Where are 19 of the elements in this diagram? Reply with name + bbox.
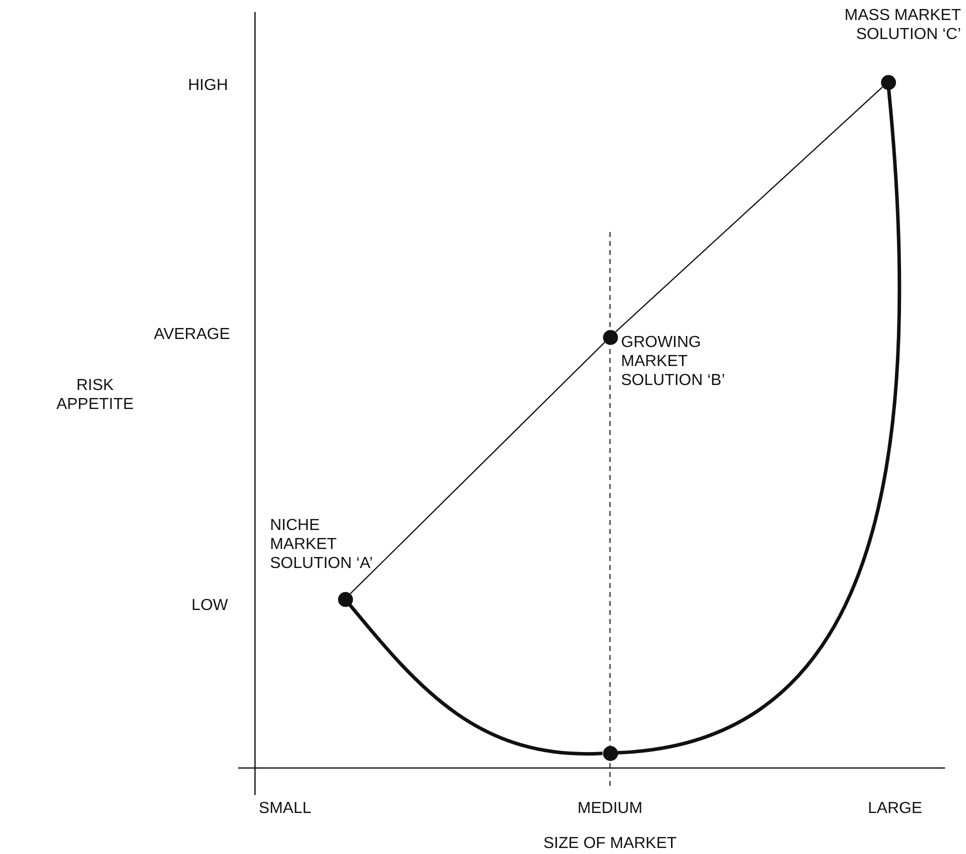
data-point [602, 746, 618, 760]
axis-title: SIZE OF MARKET [542, 834, 678, 853]
axis-tick-label: LOW [190, 596, 228, 615]
axis-tick-label: AVERAGE [152, 325, 230, 344]
data-point [602, 330, 618, 344]
data-point [338, 592, 352, 606]
curve-line [617, 89, 902, 754]
curve-line [348, 604, 603, 756]
axis-tick-label: HIGH [187, 76, 228, 95]
axis-tick-label: SMALL [258, 799, 312, 818]
point-label: NICHE MARKET SOLUTION ‘A’ [270, 516, 374, 573]
axis-tick-label: LARGE [866, 799, 924, 818]
point-label: GROWING MARKET SOLUTION ‘B’ [621, 333, 726, 390]
axis-tick-label: MEDIUM [576, 799, 644, 818]
data-point [880, 74, 896, 90]
connector-line [615, 86, 883, 332]
axis-title: RISK APPETITE [55, 376, 135, 414]
point-label: MASS MARKET SOLUTION ‘C’ [844, 6, 961, 44]
connector-line [350, 342, 606, 594]
